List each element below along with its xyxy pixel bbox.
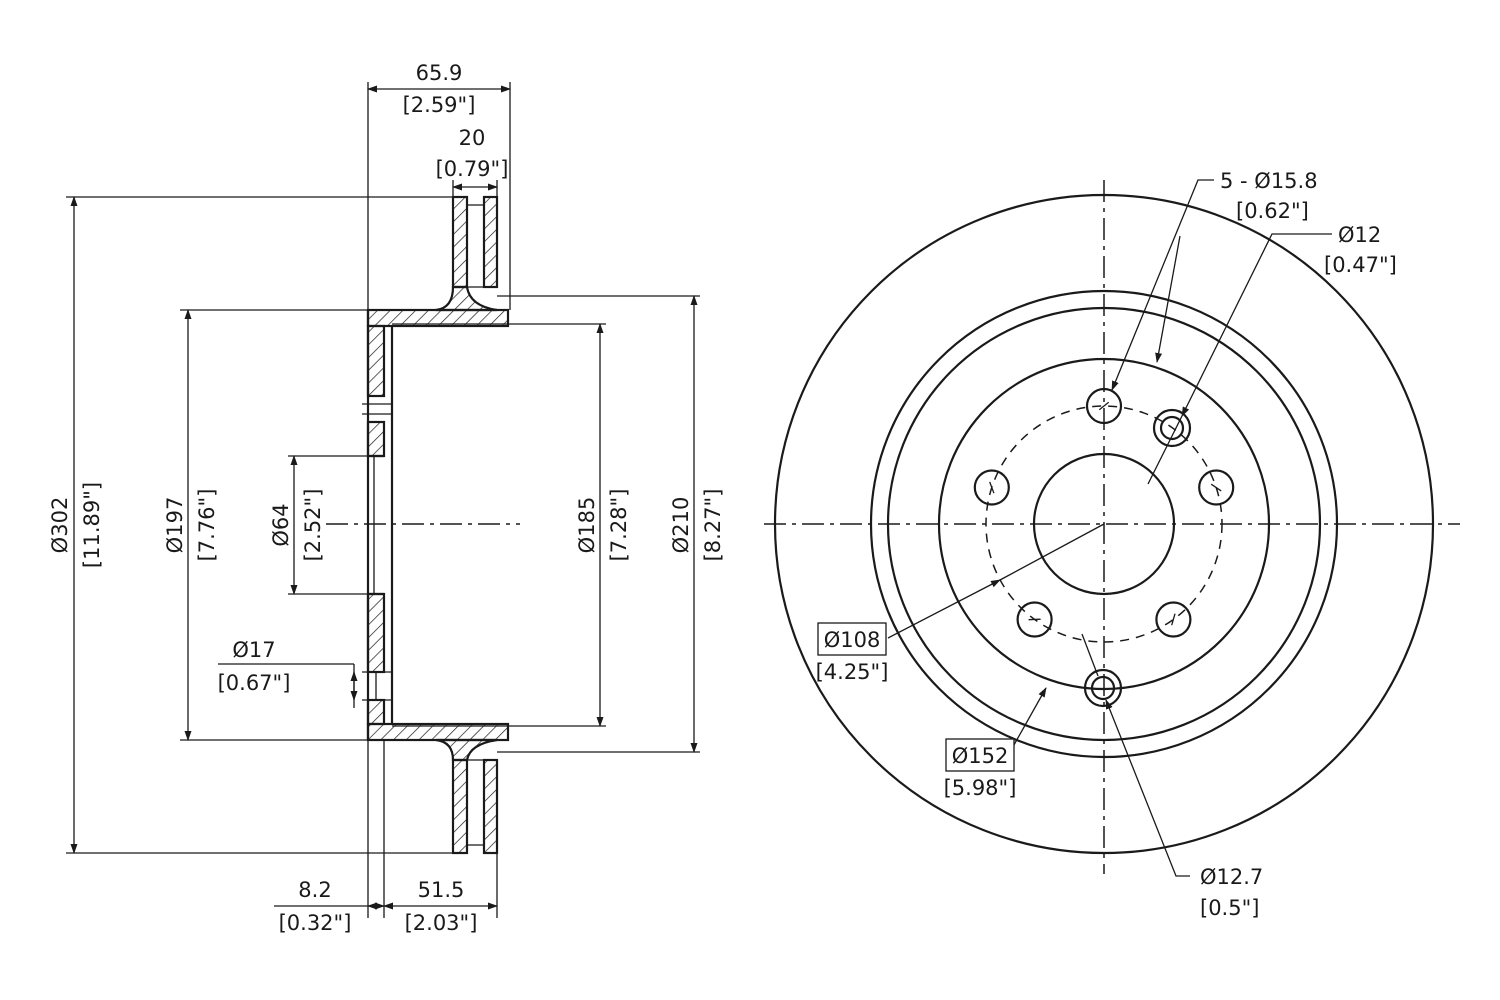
lug-hole	[973, 469, 1010, 506]
hat-depth-inch: [2.03"]	[405, 911, 478, 935]
threaded-hole-inch: [0.47"]	[1324, 253, 1397, 277]
small-hole-inch: [0.67"]	[218, 671, 291, 695]
inner-friction-diameter-inch: [8.27"]	[701, 489, 725, 562]
inner-friction-diameter-value: Ø210	[669, 497, 693, 554]
hat-depth-value: 51.5	[418, 878, 465, 902]
locating-hole-inch: [0.5"]	[1200, 896, 1259, 920]
center-bore-value: Ø64	[269, 503, 293, 546]
lug-hole-center-mark	[1028, 618, 1041, 621]
hat-face-mid-lower	[366, 592, 386, 674]
hat-face-lower	[366, 698, 386, 726]
center-bore-inch: [2.52"]	[301, 489, 325, 562]
overall-width-inch: [2.59"]	[403, 93, 476, 117]
hat-face-upper	[366, 324, 386, 398]
side-section-view: 65.9 [2.59"] 20 [0.79"] Ø302 [11.89"] Ø1…	[48, 61, 725, 935]
friction-width-inch: [0.79"]	[436, 157, 509, 181]
leader-threaded-hole	[1181, 233, 1332, 417]
leader-locating-hole	[1105, 699, 1190, 877]
leader-bolt-circle-ext	[999, 523, 1105, 581]
hat-diameter-value: Ø152	[952, 744, 1009, 768]
lug-hole-center-mark	[1098, 401, 1110, 411]
leader-lug-holes-2	[1155, 235, 1181, 363]
bolt-circle-label-box	[817, 622, 887, 656]
outer-diameter-value: Ø302	[48, 497, 72, 554]
threaded-hole-value: Ø12	[1338, 223, 1381, 247]
overall-width-value: 65.9	[416, 61, 463, 85]
upper-neck	[435, 285, 498, 312]
hat-thickness-inch: [0.32"]	[279, 911, 352, 935]
front-view: 5 - Ø15.8 [0.62"] Ø12 [0.47"] Ø108 [4.25…	[764, 169, 1460, 920]
lower-neck	[435, 738, 498, 762]
lug-hole	[1198, 469, 1235, 506]
lug-holes-inch: [0.62"]	[1236, 199, 1309, 223]
lug-hole	[1016, 601, 1053, 638]
hat-outer-diameter-inch: [7.76"]	[195, 489, 219, 562]
small-hole-value: Ø17	[232, 638, 275, 662]
bolt-circle-value: Ø108	[824, 628, 881, 652]
threaded-hole-inner	[1159, 415, 1185, 441]
lug-hole	[1155, 601, 1192, 638]
locating-hole-inner	[1090, 675, 1116, 701]
leader-lug-holes	[1111, 179, 1214, 391]
lug-holes-value: 5 - Ø15.8	[1220, 169, 1318, 193]
leader-locating-hole-ext	[1081, 633, 1099, 677]
lower-inner-plate	[482, 758, 499, 855]
lug-hole-center-mark	[1210, 483, 1222, 492]
hat-diameter-inch: [5.98"]	[944, 776, 1017, 800]
friction-width-value: 20	[459, 126, 486, 150]
locating-hole-outer	[1083, 668, 1123, 708]
leader-threaded-hole-ext	[1147, 415, 1183, 485]
leader-hat-diameter	[1009, 687, 1047, 753]
hat-face-mid-upper	[366, 420, 386, 458]
upper-inner-plate	[482, 195, 499, 289]
threaded-hole-outer	[1152, 408, 1192, 448]
hat-thickness-value: 8.2	[298, 878, 331, 902]
lug-hole-center-mark	[1171, 613, 1176, 626]
locating-hole-value: Ø12.7	[1200, 865, 1263, 889]
lower-outer-plate	[451, 758, 469, 855]
hat-outer-diameter-value: Ø197	[163, 497, 187, 554]
hat-diameter-label-box	[945, 738, 1015, 772]
leader-bolt-circle	[887, 579, 1001, 639]
hat-inner-diameter-inch: [7.28"]	[607, 489, 631, 562]
lug-hole-center-mark	[989, 481, 995, 494]
bolt-circle-inch: [4.25"]	[816, 660, 889, 684]
outer-diameter-inch: [11.89"]	[80, 482, 104, 568]
upper-outer-plate	[451, 195, 469, 289]
hat-inner-diameter-value: Ø185	[575, 497, 599, 554]
